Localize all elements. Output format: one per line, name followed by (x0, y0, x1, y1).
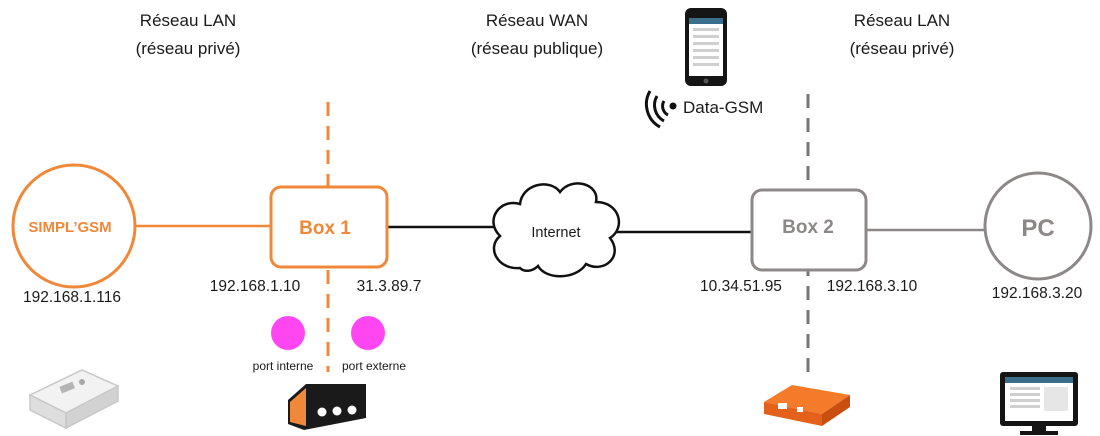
node-box2: Box 2 10.34.51.95 192.168.3.10 (700, 188, 918, 295)
node-internet: Internet (492, 182, 621, 278)
zone-lan-left-title: Réseau LAN (140, 11, 236, 30)
smartphone-icon (685, 8, 727, 86)
simplgsm-circle (11, 163, 137, 289)
wireless-signal-icon (644, 90, 677, 129)
box2-label: Box 2 (782, 217, 834, 238)
mobile-group: Data-GSM (644, 8, 763, 129)
zone-lan-left: Réseau LAN (réseau privé) (136, 11, 241, 58)
box1-label: Box 1 (299, 218, 351, 239)
box2-router-icon (764, 385, 850, 426)
zone-lan-left-subtitle: (réseau privé) (136, 39, 241, 58)
box1-ip-external: 31.3.89.7 (357, 278, 422, 295)
data-gsm-label: Data-GSM (683, 98, 763, 117)
box2-ip-lan: 192.168.3.10 (827, 278, 918, 295)
zone-lan-right-title: Réseau LAN (854, 11, 950, 30)
simplgsm-ip: 192.168.1.116 (23, 289, 121, 306)
pc-label: PC (1021, 215, 1054, 242)
simplgsm-device-icon (28, 369, 120, 430)
box1-router-icon (288, 384, 366, 430)
pc-monitor-icon (1000, 372, 1078, 435)
box2-rect (750, 188, 868, 272)
simplgsm-label: SIMPL’GSM (28, 219, 111, 236)
zone-wan-title: Réseau WAN (486, 11, 588, 30)
port-internal-label: port interne (253, 359, 314, 373)
box1-rect (269, 185, 389, 269)
node-box1: Box 1 192.168.1.10 31.3.89.7 (210, 185, 422, 295)
box2-ip-wan: 10.34.51.95 (700, 278, 782, 295)
box1-ip-internal: 192.168.1.10 (210, 278, 301, 295)
zone-wan: Réseau WAN (réseau publique) (471, 11, 603, 58)
zone-lan-right: Réseau LAN (réseau privé) (850, 11, 955, 58)
port-external-label: port externe (342, 359, 406, 373)
pc-ip: 192.168.3.20 (992, 285, 1083, 302)
internet-label: Internet (531, 225, 580, 241)
zone-lan-right-subtitle: (réseau privé) (850, 39, 955, 58)
cloud-icon (492, 182, 621, 278)
pc-circle (983, 171, 1093, 281)
zone-wan-subtitle: (réseau publique) (471, 39, 603, 58)
node-pc: PC 192.168.3.20 (983, 171, 1093, 302)
port-external-dot (351, 316, 385, 350)
ports: port interne port externe (253, 316, 406, 373)
port-internal-dot (271, 316, 305, 350)
node-simplgsm: SIMPL’GSM 192.168.1.116 (11, 163, 137, 306)
